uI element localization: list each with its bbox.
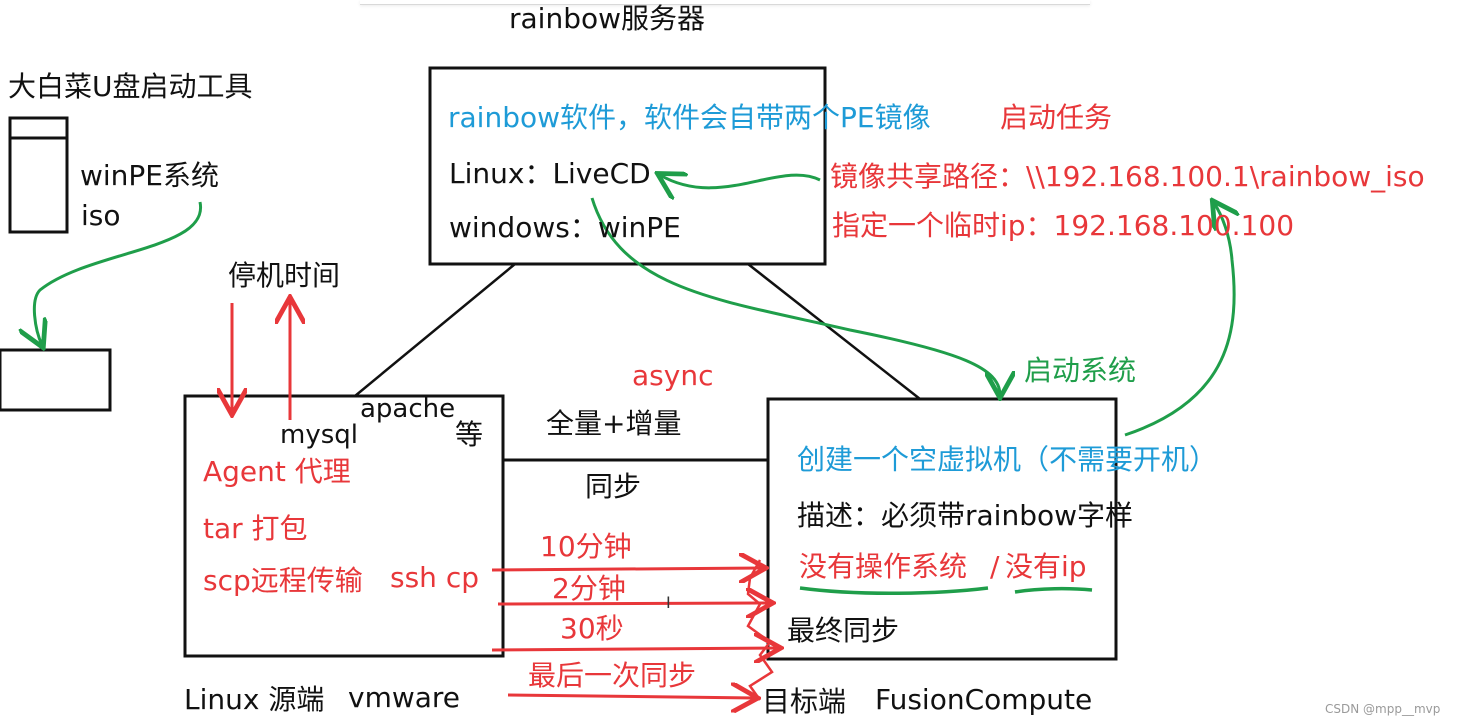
underline-no-ip — [1014, 586, 1093, 594]
target-label: 目标端 — [762, 685, 847, 718]
async-label: async — [632, 359, 714, 392]
sync-arrow-10min — [491, 568, 763, 570]
sync-30s-label: 30秒 — [560, 612, 624, 645]
sync-arrow-2min — [497, 603, 770, 604]
iso-label: iso — [81, 199, 121, 232]
winpe-system-label: winPE系统 — [80, 159, 220, 192]
mysql-label: mysql — [280, 420, 358, 450]
no-os-label: 没有操作系统 — [799, 550, 968, 583]
description-label: 描述：必须带rainbow字样 — [797, 499, 1134, 532]
last-sync-label: 最后一次同步 — [528, 659, 697, 692]
target-to-tempip-arrow — [1124, 203, 1234, 437]
target-box — [766, 397, 1118, 661]
usb-tool-title: 大白菜U盘启动工具 — [8, 70, 253, 103]
windows-winpe-label: windows：winPE — [449, 211, 681, 244]
source-platform-label: vmware — [348, 681, 461, 714]
server-title: rainbow服务器 — [509, 2, 706, 35]
target-platform-label: FusionCompute — [875, 683, 1093, 716]
scp-label: scp远程传输 — [203, 564, 363, 597]
tar-label: tar 打包 — [203, 512, 308, 545]
sync-arrow-last — [507, 695, 755, 698]
create-vm-label: 创建一个空虚拟机（不需要开机） — [797, 443, 1218, 476]
rainbow-software-label: rainbow软件，软件会自带两个PE镜像 — [448, 101, 931, 134]
source-os-label: Linux 源端 — [184, 683, 325, 716]
watermark: CSDN @mpp__mvp — [1325, 702, 1441, 716]
downtime-label: 停机时间 — [228, 259, 341, 292]
sync-10min-label: 10分钟 — [540, 530, 632, 563]
share-path-label: 镜像共享路径：\\192.168.100.1\rainbow_iso — [830, 160, 1425, 193]
ssh-cp-label: ssh cp — [390, 561, 479, 594]
start-task-label: 启动任务 — [1000, 101, 1113, 134]
server-to-source-line — [354, 263, 516, 397]
iso-to-computer-arrow — [34, 201, 202, 345]
final-sync-label: 最终同步 — [787, 614, 900, 647]
boot-system-label: 启动系统 — [1024, 354, 1137, 387]
server-to-target-line — [747, 263, 921, 400]
apache-label: apache — [360, 394, 456, 424]
sync-label: 同步 — [585, 470, 642, 503]
sync-zigzag — [746, 559, 774, 701]
sync-2min-label: 2分钟 — [552, 572, 626, 605]
text-cursor: I — [666, 593, 671, 612]
temp-ip-label: 指定一个临时ip：192.168.100.100 — [832, 209, 1295, 242]
linux-livecd-label: Linux：LiveCD — [449, 157, 651, 190]
underline-no-os — [799, 586, 989, 595]
agent-label: Agent 代理 — [203, 455, 351, 488]
share-to-livecd-arrow — [660, 175, 821, 188]
computer-box — [0, 348, 112, 412]
server-box — [428, 66, 827, 266]
full-incremental-label: 全量+增量 — [546, 407, 682, 440]
etc-label: 等 — [455, 418, 484, 451]
usb-drive-body — [8, 116, 69, 234]
sync-arrow-30s — [491, 648, 778, 650]
livecd-to-target-arrow — [590, 197, 1000, 395]
no-ip-label: 没有ip — [1005, 550, 1087, 583]
slash-label: / — [990, 550, 1000, 583]
source-box — [183, 394, 505, 658]
top-window-edge — [360, 0, 1090, 5]
